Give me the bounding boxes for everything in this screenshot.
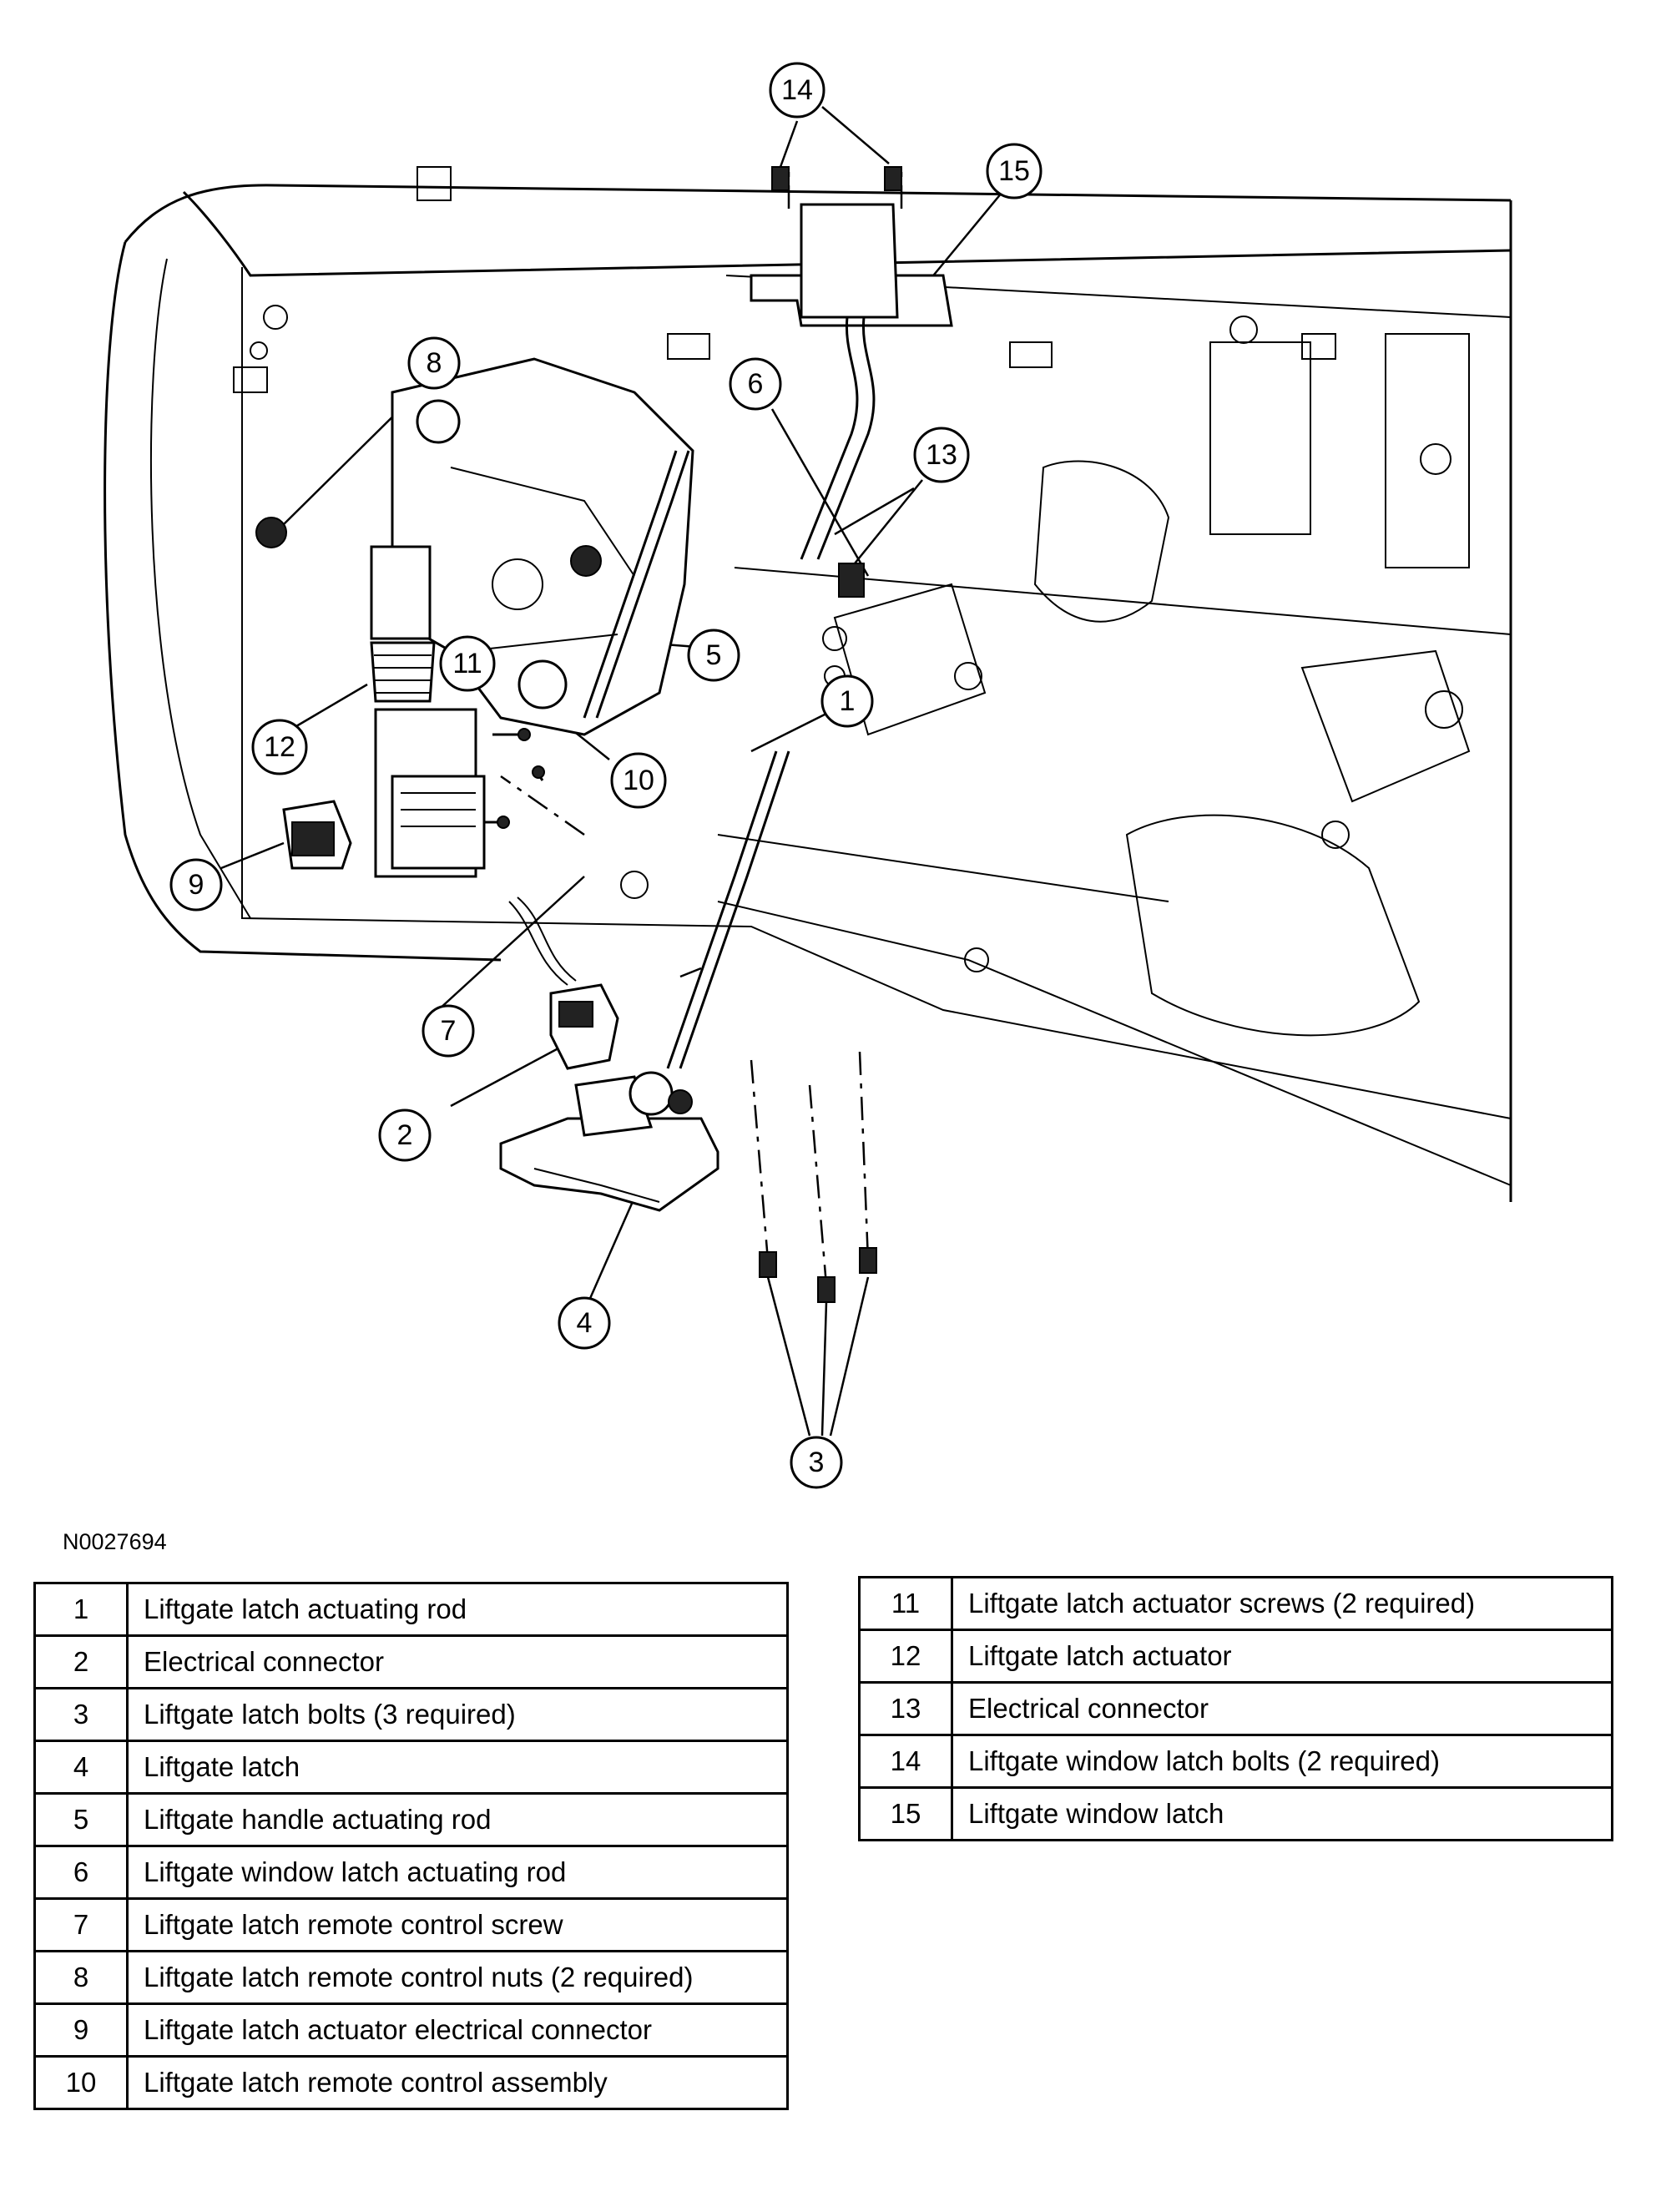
electrical-connector-13 [838, 563, 865, 598]
liftgate-latch-diagram: 1 2 3 4 5 6 7 8 9 10 11 12 13 14 15 [103, 62, 1512, 1489]
legend-description: Liftgate latch bolts (3 required) [126, 1687, 789, 1742]
callout-13: 13 [913, 427, 970, 483]
callout-7: 7 [422, 1004, 475, 1058]
window-latch [750, 203, 953, 560]
legend-number: 6 [33, 1845, 129, 1900]
legend-number: 10 [33, 2055, 129, 2110]
legend-description: Liftgate latch remote control nuts (2 re… [126, 1950, 789, 2005]
figure-id: N0027694 [63, 1529, 167, 1554]
latch-actuator [370, 545, 486, 878]
svg-text:4: 4 [577, 1307, 593, 1339]
legend-description: Liftgate handle actuating rod [126, 1792, 789, 1847]
svg-text:2: 2 [397, 1119, 413, 1151]
callout-12: 12 [251, 719, 308, 775]
svg-text:5: 5 [706, 639, 722, 671]
callout-9: 9 [169, 858, 223, 912]
callout-4: 4 [558, 1296, 611, 1350]
legend-number: 1 [33, 1582, 129, 1637]
legend-number: 14 [858, 1734, 953, 1789]
legend-description: Liftgate latch [126, 1740, 789, 1795]
svg-text:15: 15 [998, 155, 1030, 187]
window-latch-bolts [771, 166, 902, 191]
legend-description: Liftgate latch remote control assembly [126, 2055, 789, 2110]
screws [484, 728, 545, 829]
legend-description: Liftgate latch actuator electrical conne… [126, 2002, 789, 2058]
svg-text:10: 10 [623, 765, 654, 796]
legend-description: Liftgate latch actuating rod [126, 1582, 789, 1637]
callout-11: 11 [439, 635, 496, 692]
legend-number: 9 [33, 2002, 129, 2058]
svg-text:1: 1 [840, 685, 856, 717]
svg-text:14: 14 [781, 74, 813, 106]
legend-number: 13 [858, 1681, 953, 1736]
actuator-electrical-connector [282, 800, 352, 870]
legend-number: 5 [33, 1792, 129, 1847]
legend-number: 8 [33, 1950, 129, 2005]
svg-text:3: 3 [809, 1447, 825, 1478]
callout-6: 6 [729, 357, 782, 411]
legend-number: 3 [33, 1687, 129, 1742]
legend-description: Liftgate window latch bolts (2 required) [951, 1734, 1613, 1789]
legend-number: 15 [858, 1786, 953, 1841]
legend-number: 2 [33, 1634, 129, 1689]
callout-1: 1 [820, 674, 874, 728]
handle-actuating-rod [583, 450, 678, 719]
svg-text:13: 13 [926, 439, 957, 471]
svg-text:6: 6 [748, 368, 764, 400]
svg-text:9: 9 [189, 869, 204, 901]
latch-bolts [759, 1247, 877, 1303]
legend-description: Liftgate latch actuator [951, 1629, 1613, 1684]
legend-number: 11 [858, 1576, 953, 1631]
callout-5: 5 [687, 629, 740, 682]
latch-actuating-rod [666, 750, 778, 1069]
liftgate-panel [103, 166, 1512, 1202]
legend-description: Electrical connector [951, 1681, 1613, 1736]
electrical-connector-2 [549, 983, 619, 1070]
legend-description: Liftgate latch actuator screws (2 requir… [951, 1576, 1613, 1631]
callout-2: 2 [378, 1109, 432, 1162]
svg-text:12: 12 [264, 731, 295, 763]
legend-number: 4 [33, 1740, 129, 1795]
callout-3: 3 [790, 1436, 843, 1489]
svg-text:8: 8 [427, 347, 442, 379]
legend-description: Liftgate window latch actuating rod [126, 1845, 789, 1900]
legend-description: Liftgate latch remote control screw [126, 1897, 789, 1952]
callout-15: 15 [986, 143, 1043, 199]
callout-10: 10 [610, 752, 667, 809]
legend-description: Liftgate window latch [951, 1786, 1613, 1841]
legend-number: 12 [858, 1629, 953, 1684]
svg-text:11: 11 [452, 648, 482, 679]
callout-14: 14 [769, 62, 825, 119]
svg-text:7: 7 [441, 1015, 457, 1047]
liftgate-latch [499, 1071, 719, 1212]
legend-description: Electrical connector [126, 1634, 789, 1689]
legend-number: 7 [33, 1897, 129, 1952]
callout-8: 8 [407, 336, 461, 390]
